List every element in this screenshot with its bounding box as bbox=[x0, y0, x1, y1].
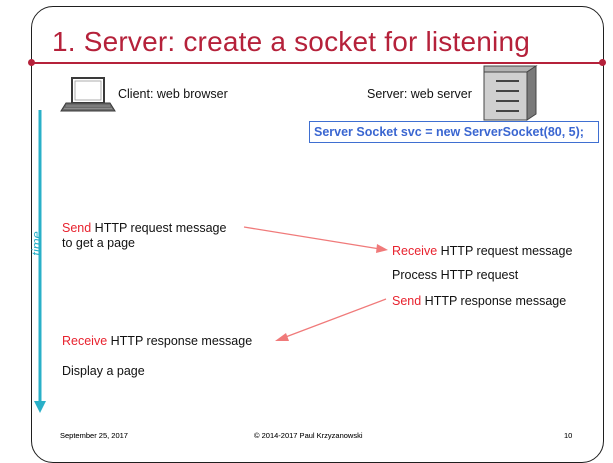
title-rule-left-dot bbox=[28, 59, 35, 66]
request-arrow bbox=[243, 226, 388, 253]
footer-date: September 25, 2017 bbox=[60, 431, 128, 440]
client-label: Client: web browser bbox=[118, 87, 228, 101]
send-response-rest: HTTP response message bbox=[421, 294, 567, 308]
receive-request-rest: HTTP request message bbox=[437, 244, 573, 258]
server-label: Server: web server bbox=[367, 87, 472, 101]
server-socket-code-box: Server Socket svc = new ServerSocket(80,… bbox=[309, 121, 599, 143]
send-response-text: Send HTTP response message bbox=[392, 294, 566, 308]
process-request-text: Process HTTP request bbox=[392, 268, 519, 282]
diagram-canvas bbox=[34, 65, 538, 413]
server-tower-icon bbox=[483, 65, 538, 121]
laptop-icon bbox=[60, 77, 116, 112]
slide-title: 1. Server: create a socket for listening bbox=[52, 26, 530, 57]
receive-request-text: Receive HTTP request message bbox=[392, 244, 572, 258]
footer-copyright: © 2014-2017 Paul Krzyzanowski bbox=[254, 431, 363, 440]
footer-page-number: 10 bbox=[564, 431, 573, 440]
title-rule-right-dot bbox=[599, 59, 606, 66]
send-request-text: Send HTTP request message bbox=[62, 221, 226, 235]
timeline-label: time bbox=[28, 231, 44, 256]
send-response-verb: Send bbox=[392, 294, 422, 308]
display-page-text: Display a page bbox=[62, 364, 145, 378]
slide: 1. Server: create a socket for listening bbox=[28, 6, 606, 463]
title-rule bbox=[32, 62, 603, 64]
receive-response-verb: Receive bbox=[62, 334, 108, 348]
send-request-rest: HTTP request message bbox=[91, 221, 227, 235]
receive-response-rest: HTTP response message bbox=[107, 334, 253, 348]
send-request-line2: to get a page bbox=[62, 236, 135, 250]
receive-request-verb: Receive bbox=[392, 244, 438, 258]
response-arrow bbox=[275, 298, 387, 341]
send-request-verb: Send bbox=[62, 221, 92, 235]
receive-response-text: Receive HTTP response message bbox=[62, 334, 252, 348]
server-socket-code: Server Socket svc = new ServerSocket(80,… bbox=[314, 125, 584, 139]
timeline-arrow bbox=[34, 110, 46, 413]
